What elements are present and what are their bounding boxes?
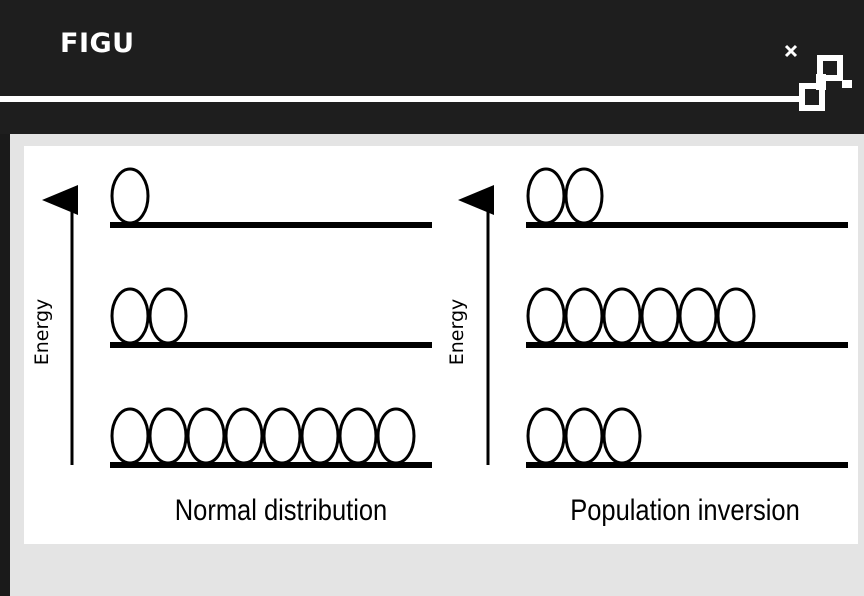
right-caption: Population inversion [570, 493, 800, 526]
right-middle-particle [526, 287, 566, 345]
left-lower-particle [376, 407, 416, 465]
left-upper-particle [110, 167, 150, 225]
left-energy-label: Energy [31, 299, 53, 366]
left-lower-particle [186, 407, 226, 465]
right-upper-particle [526, 167, 566, 225]
right-lower-particle [564, 407, 604, 465]
right-middle-particle [564, 287, 604, 345]
right-energy-label: Energy [446, 299, 468, 366]
right-lower-particle [526, 407, 566, 465]
left-lower-particle [224, 407, 264, 465]
left-lower-particle [300, 407, 340, 465]
left-lower-particle [338, 407, 378, 465]
left-caption: Normal distribution [175, 493, 387, 526]
header-divider [0, 96, 800, 102]
right-upper-particle [564, 167, 604, 225]
right-middle-particle [602, 287, 642, 345]
right-middle-particle [640, 287, 680, 345]
left-lower-particle [148, 407, 188, 465]
left-lower-particle [110, 407, 150, 465]
left-middle-particle [148, 287, 188, 345]
right-lower-particle [602, 407, 642, 465]
right-middle-particle [716, 287, 756, 345]
right-middle-particle [678, 287, 718, 345]
left-middle-particle [110, 287, 150, 345]
left-lower-particle [262, 407, 302, 465]
header-title: FIGU [60, 28, 135, 59]
header-bar: FIGU [0, 0, 864, 134]
logo-icon [784, 44, 852, 111]
